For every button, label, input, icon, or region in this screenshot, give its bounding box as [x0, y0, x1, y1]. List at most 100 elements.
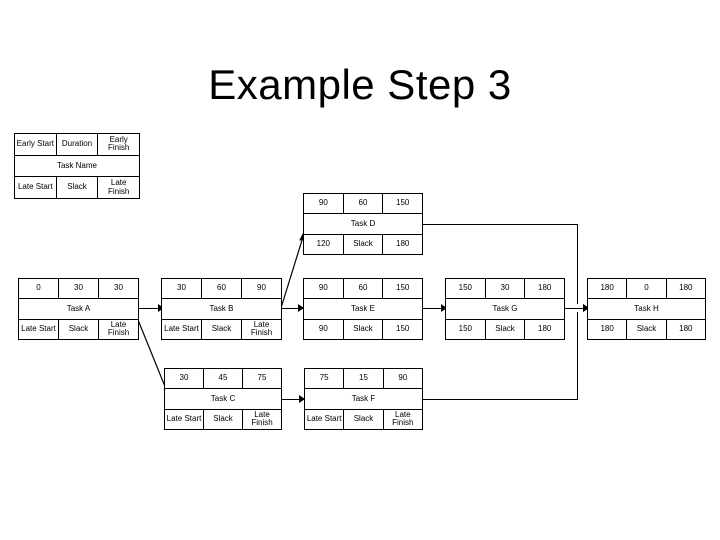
key-early-start: Early Start: [16, 139, 54, 149]
task-e-name: Task E: [350, 303, 375, 313]
key-bottom-row: Late Start Slack Late Finish: [15, 177, 139, 199]
task-g-bottom-row: 150 Slack 180: [446, 319, 564, 339]
task-d-late-start: 120: [316, 239, 331, 249]
task-e-mid-row: Task E: [304, 298, 422, 320]
task-b-early-finish: 90: [241, 279, 281, 299]
task-f-mid-row: Task F: [305, 388, 422, 410]
edge-b-to-e-arrowhead: [298, 304, 304, 312]
task-b-duration: 60: [201, 279, 241, 299]
task-h-duration: 0: [626, 279, 665, 299]
task-c-name: Task C: [210, 393, 236, 403]
key-late-finish: Late Finish: [97, 177, 139, 199]
key-task-name: Task Name: [56, 160, 97, 170]
edge-c-to-f-arrowhead: [299, 395, 305, 403]
task-c-late-finish: Late Finish: [242, 409, 281, 429]
edge-g-to-h: [565, 308, 588, 309]
key-early-finish: Early Finish: [97, 134, 139, 155]
task-b-late-start: Late Start: [164, 324, 199, 334]
task-h-late-finish: 180: [665, 319, 705, 339]
task-e-late-finish: 150: [382, 319, 422, 339]
task-c-bottom-row: Late Start Slack Late Finish: [165, 409, 281, 429]
task-h-mid-row: Task H: [588, 298, 705, 320]
task-a-early-finish: 30: [98, 279, 138, 299]
task-g-early-start: 150: [458, 283, 473, 293]
task-d-name: Task D: [350, 218, 376, 228]
task-g-slack: Slack: [484, 319, 525, 339]
node-task-f[interactable]: 75 15 90 Task F Late Start Slack Late Fi…: [304, 368, 423, 430]
key-top-row: Early Start Duration Early Finish: [15, 134, 139, 155]
task-a-top-row: 0 30 30: [19, 279, 138, 299]
task-g-duration: 30: [484, 279, 525, 299]
task-h-slack: Slack: [626, 319, 665, 339]
task-a-early-start: 0: [36, 283, 41, 293]
task-c-top-row: 30 45 75: [165, 369, 281, 389]
task-g-top-row: 150 30 180: [446, 279, 564, 299]
task-c-duration: 45: [203, 369, 242, 389]
task-e-top-row: 90 60 150: [304, 279, 422, 299]
task-c-early-start: 30: [179, 373, 189, 383]
task-g-mid-row: Task G: [446, 298, 564, 320]
task-f-bottom-row: Late Start Slack Late Finish: [305, 409, 422, 429]
node-key: Early Start Duration Early Finish Task N…: [14, 133, 140, 199]
edge-f-to-h-vertical: [577, 312, 578, 400]
task-d-duration: 60: [342, 194, 383, 214]
task-b-bottom-row: Late Start Slack Late Finish: [162, 319, 281, 339]
node-task-d[interactable]: 90 60 150 Task D 120 Slack 180: [303, 193, 423, 255]
edge-into-h-arrowhead: [583, 304, 589, 312]
task-d-early-finish: 150: [382, 194, 422, 214]
task-e-slack: Slack: [342, 319, 383, 339]
node-task-a[interactable]: 0 30 30 Task A Late Start Slack Late Fin…: [18, 278, 139, 340]
task-b-mid-row: Task B: [162, 298, 281, 320]
edge-a-to-b: [139, 308, 163, 309]
task-g-late-finish: 180: [524, 319, 564, 339]
node-task-h[interactable]: 180 0 180 Task H 180 Slack 180: [587, 278, 706, 340]
task-b-slack: Slack: [201, 319, 241, 339]
edge-e-to-g: [423, 308, 446, 309]
task-h-late-start: 180: [600, 324, 614, 334]
task-b-early-start: 30: [177, 283, 186, 293]
task-h-early-finish: 180: [665, 279, 705, 299]
edge-c-to-f: [281, 399, 304, 400]
task-d-top-row: 90 60 150: [304, 194, 422, 214]
node-task-e[interactable]: 90 60 150 Task E 90 Slack 150: [303, 278, 423, 340]
task-d-early-start: 90: [318, 198, 328, 208]
key-late-start: Late Start: [17, 182, 53, 192]
task-a-duration: 30: [58, 279, 98, 299]
task-d-bottom-row: 120 Slack 180: [304, 234, 422, 254]
key-slack: Slack: [55, 177, 98, 199]
task-c-slack: Slack: [203, 409, 242, 429]
task-e-bottom-row: 90 Slack 150: [304, 319, 422, 339]
task-f-late-start: Late Start: [306, 414, 342, 424]
key-mid-row: Task Name: [15, 154, 139, 178]
task-e-early-start: 90: [318, 283, 328, 293]
task-e-early-finish: 150: [382, 279, 422, 299]
edge-e-to-g-arrowhead: [441, 304, 447, 312]
key-duration: Duration: [55, 134, 98, 155]
node-task-g[interactable]: 150 30 180 Task G 150 Slack 180: [445, 278, 565, 340]
page-title: Example Step 3: [208, 61, 512, 108]
task-c-late-start: Late Start: [166, 414, 202, 424]
task-e-late-start: 90: [318, 324, 328, 334]
node-task-c[interactable]: 30 45 75 Task C Late Start Slack Late Fi…: [164, 368, 282, 430]
task-c-early-finish: 75: [242, 369, 281, 389]
node-task-b[interactable]: 30 60 90 Task B Late Start Slack Late Fi…: [161, 278, 282, 340]
task-d-late-finish: 180: [382, 234, 422, 254]
task-h-early-start: 180: [600, 283, 614, 293]
task-f-early-finish: 90: [382, 369, 422, 389]
task-f-top-row: 75 15 90: [305, 369, 422, 389]
task-a-bottom-row: Late Start Slack Late Finish: [19, 319, 138, 339]
edge-f-to-h-horizontal: [423, 399, 578, 400]
task-g-late-start: 150: [458, 324, 473, 334]
task-a-slack: Slack: [58, 319, 98, 339]
task-f-duration: 15: [343, 369, 382, 389]
task-f-slack: Slack: [343, 409, 382, 429]
task-a-name: Task A: [66, 303, 91, 313]
task-b-name: Task B: [209, 303, 234, 313]
task-h-top-row: 180 0 180: [588, 279, 705, 299]
edge-d-to-h-horizontal: [423, 224, 578, 225]
task-a-mid-row: Task A: [19, 298, 138, 320]
task-b-top-row: 30 60 90: [162, 279, 281, 299]
task-g-early-finish: 180: [524, 279, 564, 299]
task-a-late-start: Late Start: [21, 324, 56, 334]
